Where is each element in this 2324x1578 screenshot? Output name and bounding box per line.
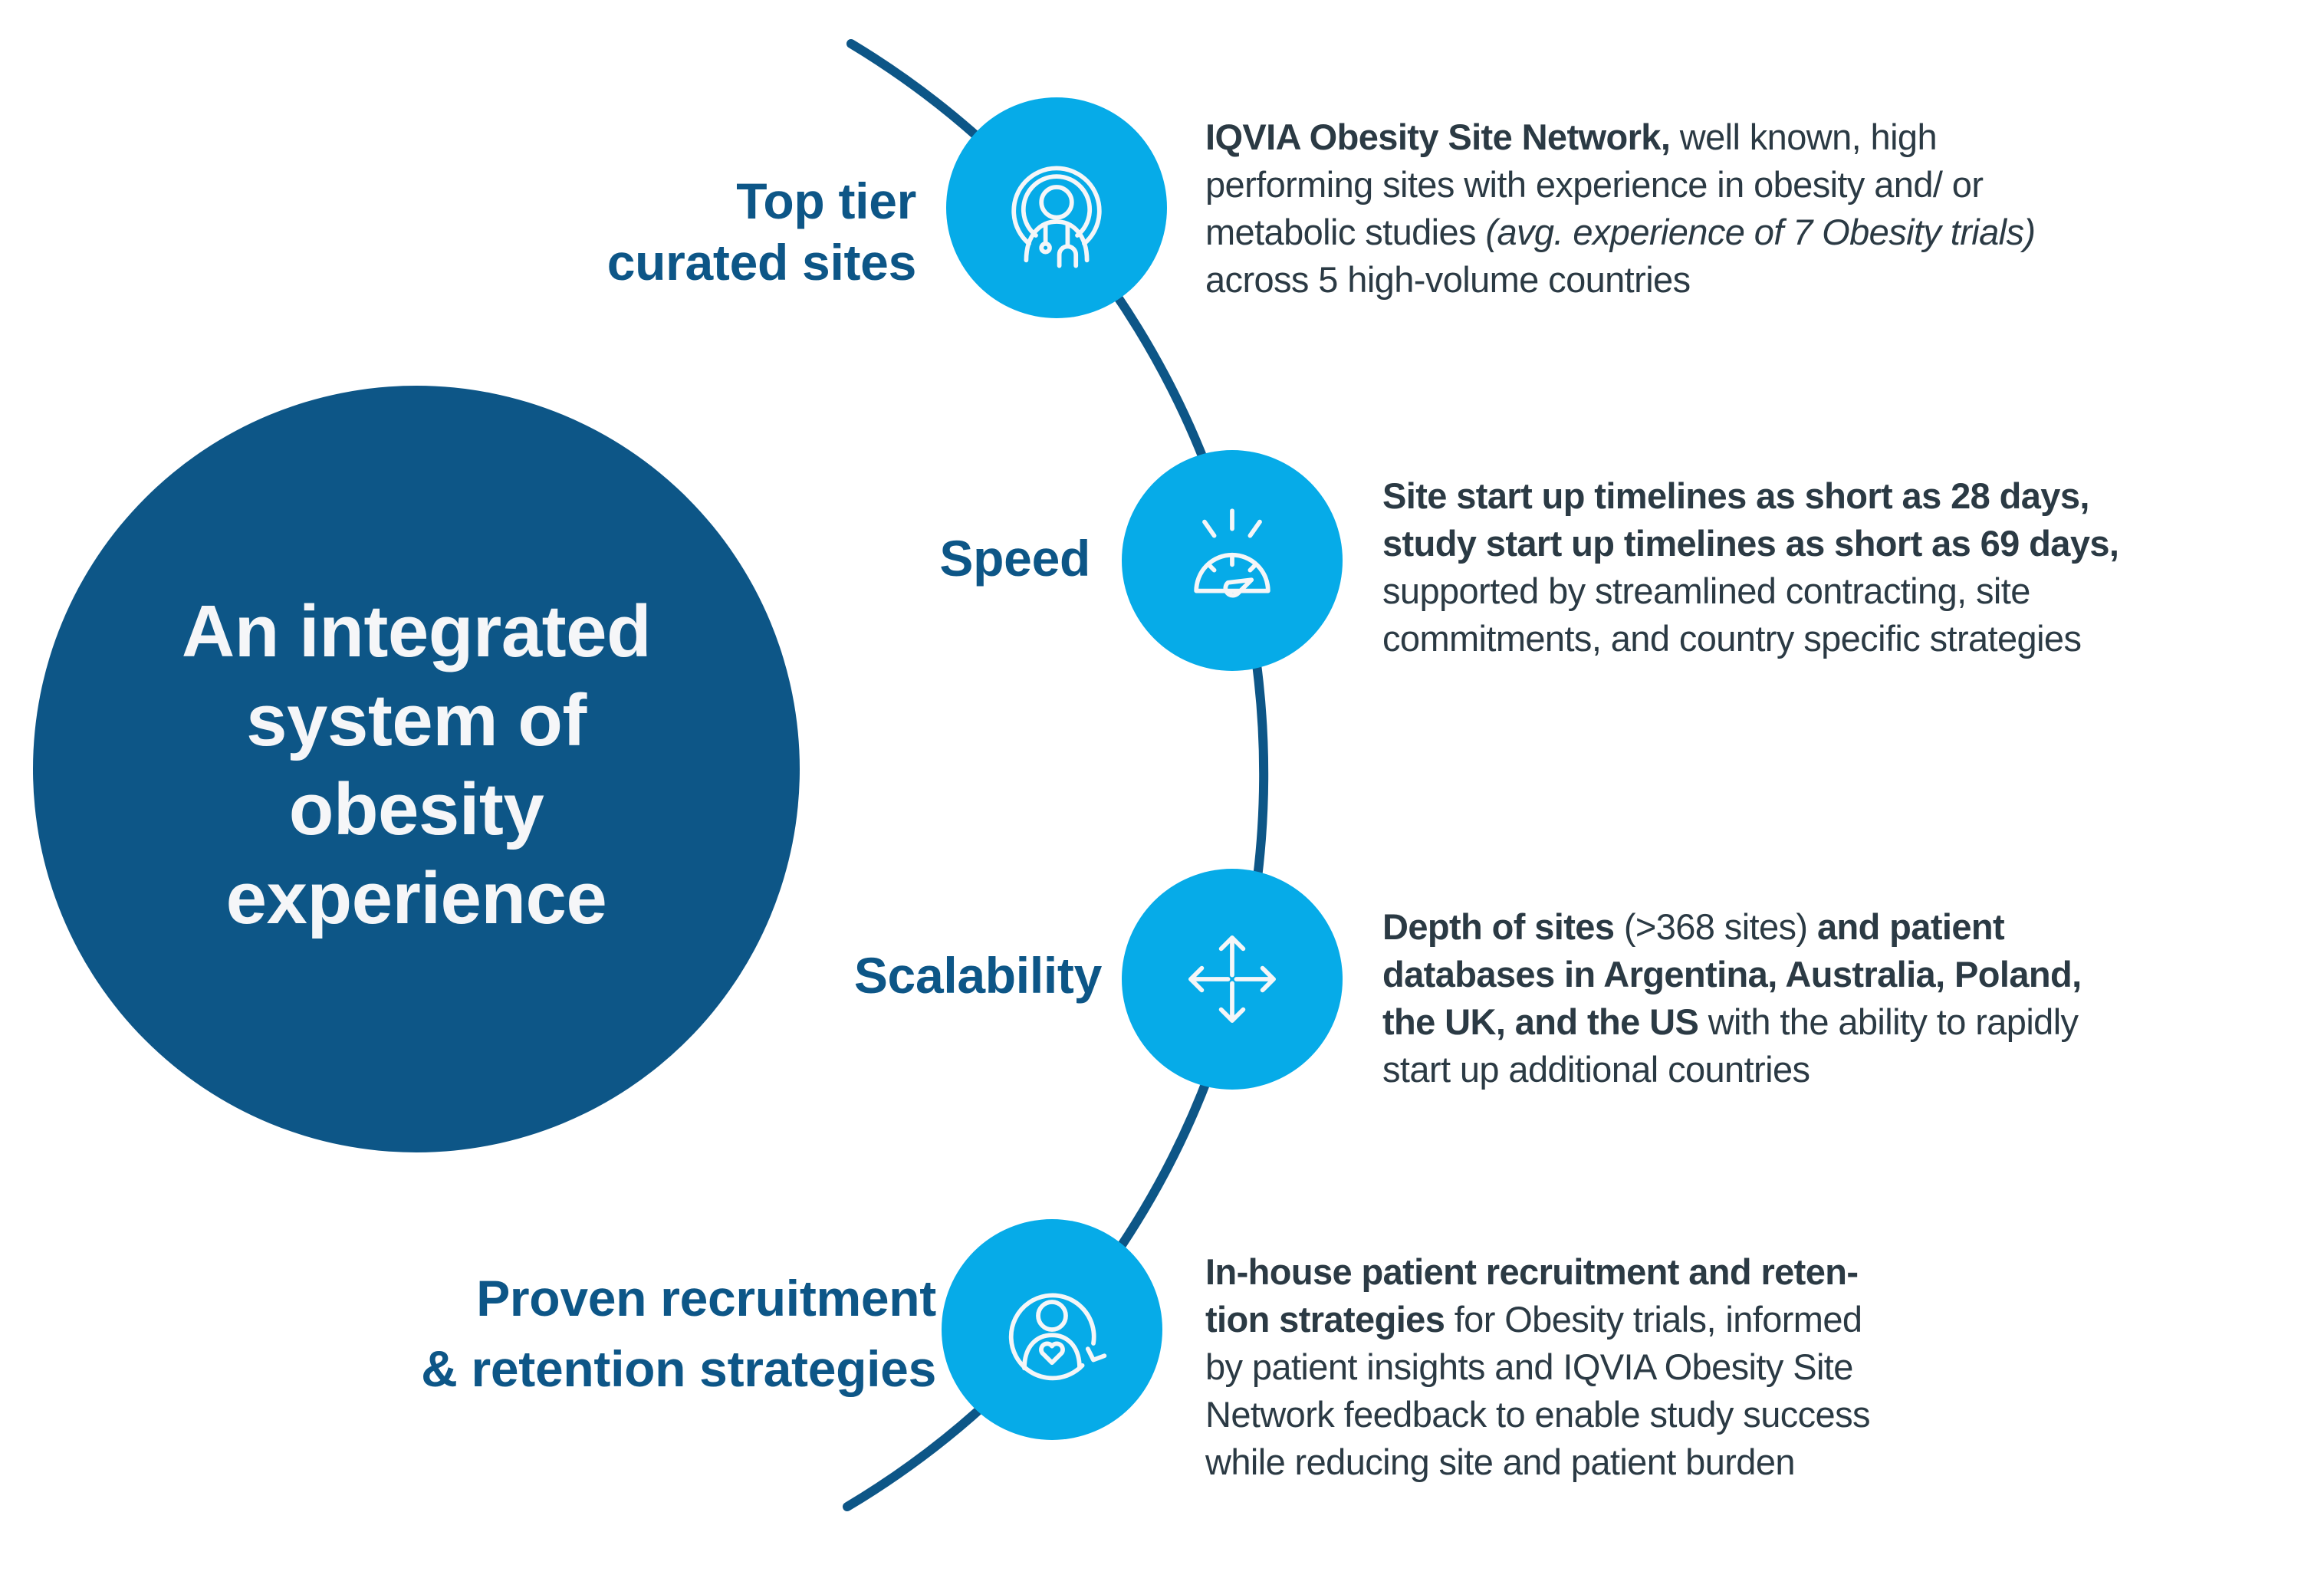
patient-retention-icon bbox=[1008, 1293, 1107, 1381]
description-line: while reducing site and patient burden bbox=[1205, 1438, 1870, 1486]
body-text: while reducing site and patient burden bbox=[1205, 1442, 1796, 1482]
description-line: by patient insights and IQVIA Obesity Si… bbox=[1205, 1343, 1870, 1391]
speedometer-icon bbox=[1194, 508, 1270, 598]
body-text: across 5 high-volume countries bbox=[1205, 259, 1691, 300]
description-line: IQVIA Obesity Site Network, well known, … bbox=[1205, 113, 2035, 161]
doctor-stethoscope-icon bbox=[1011, 166, 1102, 268]
emphasis-text: IQVIA Obesity Site Network, bbox=[1205, 117, 1671, 157]
emphasis-text: In-house patient recruitment and reten- bbox=[1205, 1251, 1859, 1292]
emphasis-text: study start up timelines as short as 69 … bbox=[1382, 523, 2119, 564]
emphasis-text: Site start up timelines as short as 28 d… bbox=[1382, 475, 2089, 516]
description-line: study start up timelines as short as 69 … bbox=[1382, 520, 2119, 567]
description-line: In-house patient recruitment and reten- bbox=[1205, 1248, 1870, 1296]
body-text: performing sites with experience in obes… bbox=[1205, 164, 1984, 205]
body-text: start up additional countries bbox=[1382, 1049, 1810, 1090]
italic-note: (avg. experience of 7 Obesity trials) bbox=[1485, 212, 2036, 252]
description-line: commitments, and country specific strate… bbox=[1382, 615, 2119, 662]
pillar-node-recruitment bbox=[942, 1219, 1162, 1440]
hub-title: An integrated system of obesity experien… bbox=[181, 590, 652, 939]
description-line: performing sites with experience in obes… bbox=[1205, 161, 2035, 209]
emphasis-text: and patient bbox=[1816, 906, 2005, 947]
pillar-description-recruitment: In-house patient recruitment and reten-t… bbox=[1205, 1248, 1870, 1486]
description-line: databases in Argentina, Australia, Polan… bbox=[1382, 951, 2082, 998]
description-line: metabolic studies (avg. experience of 7 … bbox=[1205, 209, 2036, 256]
hub-circle: An integrated system of obesity experien… bbox=[33, 386, 800, 1152]
body-text: well known, high bbox=[1670, 117, 1938, 157]
description-line: across 5 high-volume countries bbox=[1205, 256, 2035, 304]
body-text: commitments, and country specific strate… bbox=[1382, 618, 2082, 659]
pillar-node-speed bbox=[1122, 450, 1343, 671]
expand-arrows-icon bbox=[1188, 935, 1276, 1023]
pillar-node-top-tier bbox=[946, 97, 1167, 318]
pillar-label-speed: Speed bbox=[939, 530, 1090, 587]
description-line: supported by streamlined contracting, si… bbox=[1382, 567, 2119, 615]
emphasis-text: tion strategies bbox=[1205, 1299, 1445, 1340]
body-text: (>368 sites) bbox=[1614, 906, 1817, 947]
body-text: for Obesity trials, informed bbox=[1445, 1299, 1862, 1340]
description-line: Site start up timelines as short as 28 d… bbox=[1382, 472, 2119, 520]
body-text: supported by streamlined contracting, si… bbox=[1382, 570, 2030, 611]
emphasis-text: databases in Argentina, Australia, Polan… bbox=[1382, 954, 2082, 994]
emphasis-text: the UK, and the US bbox=[1382, 1001, 1699, 1042]
pillar-node-scalability bbox=[1122, 869, 1343, 1090]
pillar-description-top-tier: IQVIA Obesity Site Network, well known, … bbox=[1205, 113, 2036, 304]
pillar-label-scalability: Scalability bbox=[853, 947, 1102, 1004]
emphasis-text: Depth of sites bbox=[1382, 906, 1615, 947]
description-line: Depth of sites (>368 sites) and patient bbox=[1382, 903, 2082, 951]
body-text: metabolic studies bbox=[1205, 212, 1486, 252]
description-line: the UK, and the US with the ability to r… bbox=[1382, 998, 2082, 1046]
description-line: tion strategies for Obesity trials, info… bbox=[1205, 1296, 1870, 1343]
description-line: Network feedback to enable study success bbox=[1205, 1391, 1870, 1438]
body-text: by patient insights and IQVIA Obesity Si… bbox=[1205, 1346, 1853, 1387]
pillar-label-top-tier: Top tier curated sites bbox=[606, 173, 917, 291]
pillar-description-speed: Site start up timelines as short as 28 d… bbox=[1382, 472, 2119, 662]
pillar-label-recruitment: Proven recruitment & retention strategie… bbox=[421, 1270, 936, 1397]
body-text: Network feedback to enable study success bbox=[1205, 1394, 1870, 1435]
description-line: start up additional countries bbox=[1382, 1046, 2082, 1093]
body-text: with the ability to rapidly bbox=[1698, 1001, 2079, 1042]
